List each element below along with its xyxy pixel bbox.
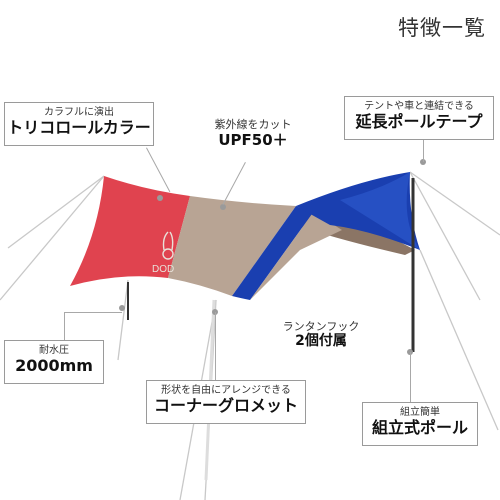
feature-lantern-hook: ランタンフック 2個付属 [272, 320, 370, 350]
logo-text: DOD [152, 264, 174, 275]
feature-water-pressure-sub: 耐水圧 [39, 345, 69, 356]
leader-pole-tape [423, 140, 424, 162]
feature-pole-tape-sub: テントや車と連結できる [364, 101, 474, 112]
feature-grommet-sub: 形状を自由にアレンジできる [161, 385, 291, 396]
feature-upf-main: UPF50＋ [218, 131, 288, 150]
dod-logo: DOD [152, 231, 174, 275]
feature-assembly: 組立簡単 組立式ポール [362, 402, 478, 446]
feature-upf: 紫外線をカット UPF50＋ [200, 118, 306, 149]
leader-assembly [410, 352, 411, 402]
feature-lantern-hook-sub: ランタンフック [282, 320, 360, 333]
tarp-blue-stripe [232, 206, 312, 300]
rope-left-pole [117, 279, 129, 361]
feature-tricolor: カラフルに演出 トリコロールカラー [4, 102, 154, 146]
tarp-beige-panel [168, 196, 296, 296]
feature-pole-tape: テントや車と連結できる 延長ポールテープ [344, 96, 494, 140]
leader-water [64, 312, 122, 313]
feature-pole-tape-main: 延長ポールテープ [355, 111, 483, 131]
feature-grommet: 形状を自由にアレンジできる コーナーグロメット [146, 380, 306, 424]
feature-grommet-main: コーナーグロメット [153, 395, 298, 415]
rope-right-2 [409, 171, 500, 236]
feature-water-pressure-main: 2000mm [15, 355, 93, 375]
leader-water-v [64, 312, 65, 340]
rope-right-1 [409, 171, 481, 301]
tarp-red-panel [70, 176, 190, 286]
feature-assembly-sub: 組立簡単 [400, 407, 440, 418]
tarp-beige-right [250, 214, 342, 300]
feature-assembly-main: 組立式ポール [371, 417, 468, 437]
feature-tricolor-sub: カラフルに演出 [44, 107, 114, 118]
feature-upf-sub: 紫外線をカット [214, 118, 292, 131]
rope-left-1 [0, 175, 105, 301]
feature-tricolor-main: トリコロールカラー [7, 117, 151, 137]
page-title: 特徴一覧 [398, 16, 486, 40]
tarp-blue-fold [340, 172, 420, 250]
feature-lantern-hook-main: 2個付属 [295, 333, 347, 350]
rope-right-3 [419, 249, 499, 431]
feature-water-pressure: 耐水圧 2000mm [4, 340, 104, 384]
rope-left-2 [7, 175, 105, 249]
leader-grommet [215, 312, 216, 380]
